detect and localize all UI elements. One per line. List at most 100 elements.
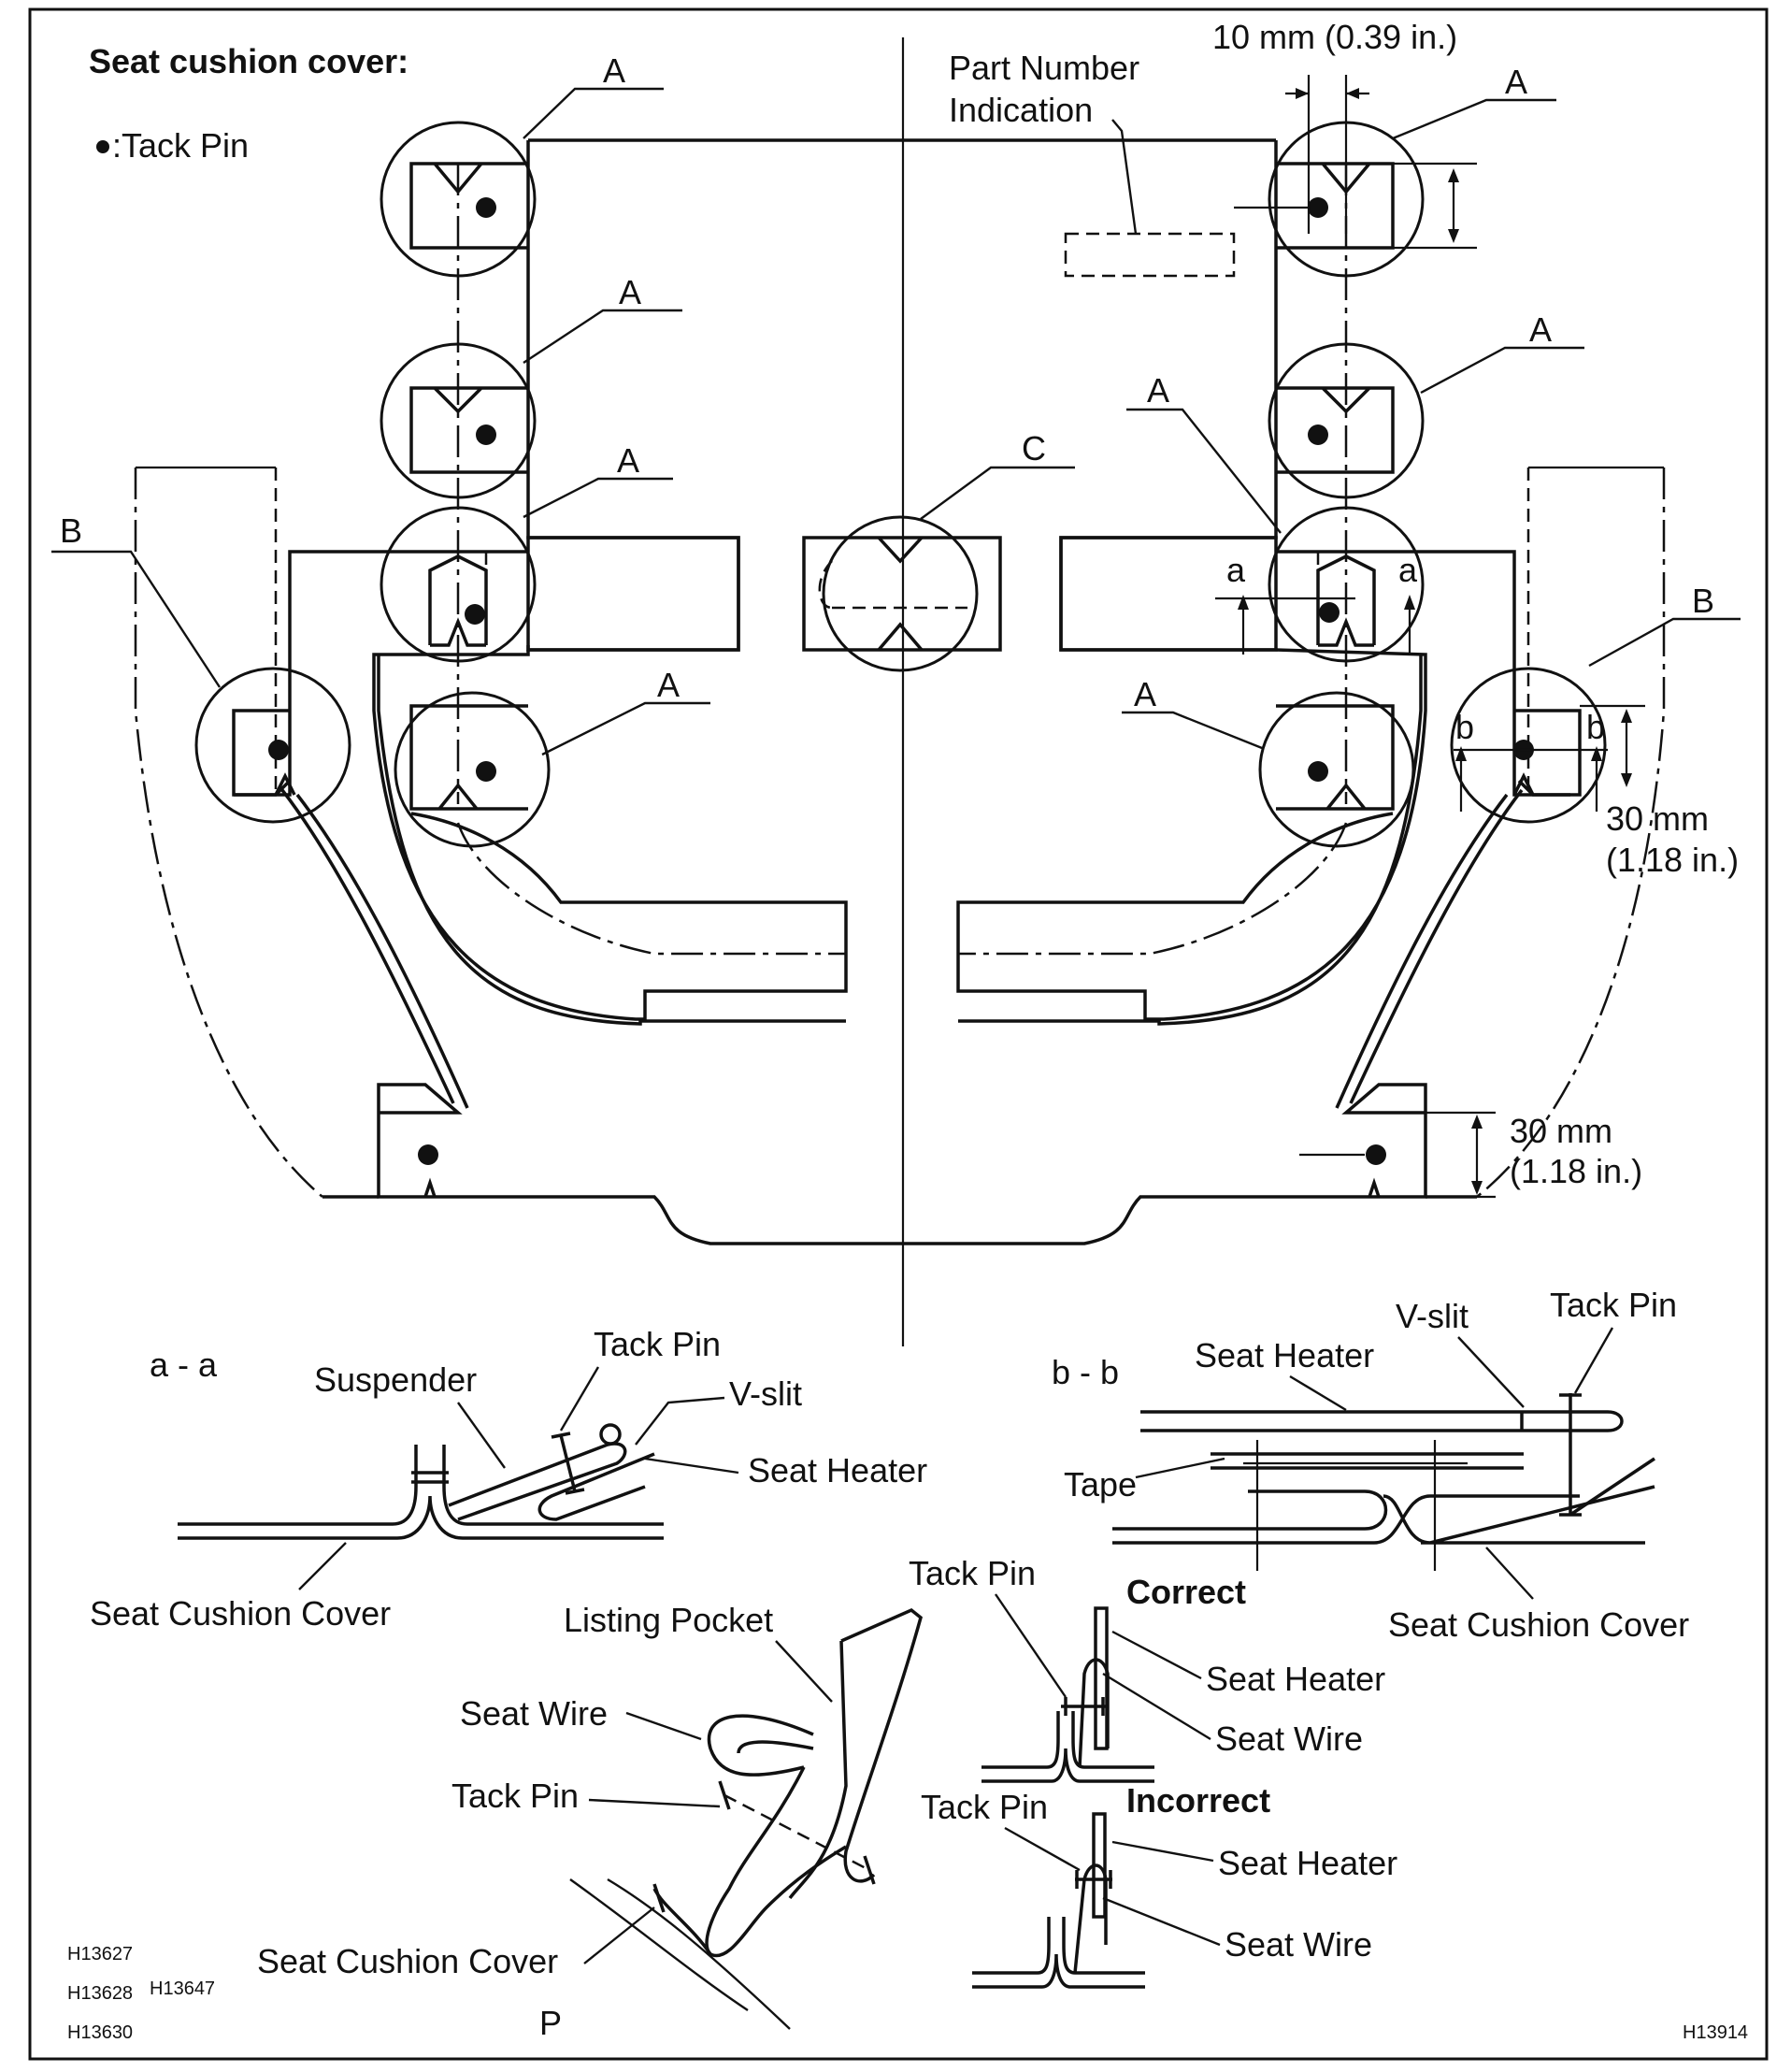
- aa-tack-pin-label: Tack Pin: [594, 1325, 721, 1363]
- correct-seat-wire-label: Seat Wire: [1215, 1719, 1363, 1758]
- bb-seat-heater-label: Seat Heater: [1195, 1336, 1374, 1374]
- left-tab-a4: [409, 704, 528, 811]
- left-center-arm: [526, 536, 740, 652]
- callout-a-right-1: A: [1505, 63, 1527, 101]
- incorrect-seat-heater: [1092, 1812, 1107, 1919]
- callout-a-lower-left: a: [1226, 551, 1246, 589]
- incorrect-heading: Incorrect: [1126, 1781, 1270, 1820]
- correct-detail: Correct Tack Pin Seat Heater Seat Wire: [909, 1554, 1385, 1783]
- callout-a-lower-right: a: [1398, 551, 1418, 589]
- incorrect-tack-pin-label: Tack Pin: [921, 1788, 1048, 1826]
- left-lower-contour: [372, 650, 848, 1021]
- callout-b-lower-left: b: [1455, 708, 1474, 746]
- left-half-panel: [134, 138, 903, 1245]
- tack-pin-legend: :Tack Pin: [96, 126, 249, 165]
- listing-seat-cushion-cover-label: Seat Cushion Cover: [257, 1942, 558, 1980]
- callout-b-left: B: [60, 511, 82, 550]
- callout-a-right-3: A: [1147, 371, 1169, 410]
- listing-tack-pin-label: Tack Pin: [451, 1777, 579, 1815]
- callout-a-left-1: A: [603, 51, 625, 90]
- callout-a-left-4: A: [657, 666, 680, 704]
- right-lower-contour: [956, 648, 1427, 1021]
- bb-tack-pin-label: Tack Pin: [1550, 1286, 1677, 1324]
- correct-seat-heater-label: Seat Heater: [1206, 1660, 1385, 1698]
- right-base: [903, 1083, 1427, 1245]
- section-bb-title: b - b: [1052, 1353, 1119, 1391]
- figure-code-5: H13914: [1683, 2022, 1748, 2043]
- callout-c: C: [1022, 429, 1046, 468]
- right-tab-a2: [1276, 386, 1395, 474]
- incorrect-seat-heater-label: Seat Heater: [1218, 1844, 1397, 1882]
- right-half-panel: [903, 119, 1666, 1245]
- right-seat-wire-strip: [1335, 788, 1524, 1109]
- left-base: [377, 1083, 903, 1245]
- aa-tack-pin: [559, 1434, 577, 1492]
- incorrect-detail: Incorrect Tack Pin Seat Heater Seat Wire: [921, 1781, 1397, 1989]
- listing-pocket-detail: Listing Pocket Seat Wire Tack Pin Seat C…: [257, 1601, 923, 2042]
- right-a-callouts: A A A A B: [1122, 63, 1741, 750]
- right-tab-a1: [1276, 162, 1395, 250]
- offset-30-lower-line2: (1.18 in.): [1510, 1152, 1642, 1190]
- bottom-offset-dimension: 30 mm (1.18 in.): [1299, 1111, 1642, 1199]
- figure-codes: H13627 H13628 H13647 H13630 H13914: [67, 1944, 1748, 2043]
- callout-b-lower-right: b: [1586, 708, 1605, 746]
- section-bb-detail: b - b Seat Heater V-slit Tack Pin Tape S…: [1052, 1286, 1689, 1644]
- correct-seat-heater: [1094, 1606, 1109, 1750]
- left-tab-a1: [409, 162, 528, 250]
- section-aa-markers: a a: [1215, 551, 1418, 655]
- aa-seat-heater-fold: [537, 1452, 655, 1521]
- center-arm: C: [802, 429, 1075, 672]
- incorrect-seat-wire-label: Seat Wire: [1225, 1925, 1372, 1964]
- view-label-p: P: [539, 2004, 562, 2042]
- correct-tack-pin-label: Tack Pin: [909, 1554, 1036, 1592]
- listing-pocket-panel: [840, 1607, 923, 1883]
- bb-seat-cushion-cover-label: Seat Cushion Cover: [1388, 1605, 1689, 1644]
- callout-b-right: B: [1692, 582, 1714, 620]
- tack-pin-legend-label: :Tack Pin: [112, 126, 249, 165]
- left-strip-outline: [526, 140, 740, 652]
- section-aa-title: a - a: [150, 1345, 218, 1384]
- aa-suspender: [448, 1442, 627, 1521]
- callout-a-left-3: A: [617, 441, 639, 480]
- figure-code-4: H13630: [67, 2022, 133, 2043]
- listing-pocket-label: Listing Pocket: [564, 1601, 773, 1639]
- figure-frame: [28, 7, 1769, 2061]
- left-tab-a2: [409, 386, 528, 474]
- part-number-box: [1064, 232, 1236, 278]
- bb-tape-label: Tape: [1064, 1465, 1137, 1504]
- part-number-indication-line2: Indication: [949, 91, 1093, 129]
- right-outer-dashed-edge: [1476, 468, 1666, 1198]
- offset-30-upper-line2: (1.18 in.): [1606, 841, 1739, 879]
- left-seat-wire-strip: [280, 788, 469, 1109]
- aa-suspender-label: Suspender: [314, 1360, 477, 1399]
- listing-seat-wire-label: Seat Wire: [460, 1694, 608, 1733]
- tack-pin-legend-icon: [96, 140, 109, 153]
- left-a-callouts: A A A A B: [51, 51, 710, 756]
- correct-heading: Correct: [1126, 1573, 1246, 1611]
- figure-code-1: H13627: [67, 1944, 133, 1964]
- slit-width-label: 10 mm (0.39 in.): [1212, 18, 1457, 56]
- figure-title: Seat cushion cover:: [89, 42, 408, 80]
- offset-30-lower-line1: 30 mm: [1510, 1112, 1612, 1150]
- figure-code-2: H13628: [67, 1983, 133, 2004]
- left-outer-dashed-edge: [134, 468, 323, 1198]
- bb-v-slit-label: V-slit: [1396, 1297, 1469, 1335]
- right-center-arm: [1059, 536, 1278, 652]
- section-bb-markers: b b 30 mm (1.18 in.): [1454, 704, 1739, 879]
- callout-a-left-2: A: [619, 273, 641, 311]
- listing-seat-wire: [707, 1714, 814, 1777]
- figure-code-3: H13647: [150, 1978, 215, 1999]
- section-aa-detail: a - a Suspender Tack Pin V-slit Seat Hea…: [90, 1325, 927, 1633]
- aa-v-slit-label: V-slit: [729, 1374, 802, 1413]
- aa-seat-heater-label: Seat Heater: [748, 1451, 927, 1489]
- aa-seat-cushion-cover-label: Seat Cushion Cover: [90, 1594, 391, 1633]
- right-tab-b: [1512, 709, 1582, 797]
- bb-cushion-cover: [1112, 1485, 1655, 1545]
- offset-30-upper-line1: 30 mm: [1606, 799, 1709, 838]
- left-callout-circles: [194, 121, 551, 1165]
- left-tab-b: [232, 709, 296, 797]
- callout-a-right-4: A: [1134, 675, 1156, 713]
- callout-a-right-2: A: [1529, 310, 1552, 349]
- slit-width-dimension: 10 mm (0.39 in.): [1212, 18, 1477, 250]
